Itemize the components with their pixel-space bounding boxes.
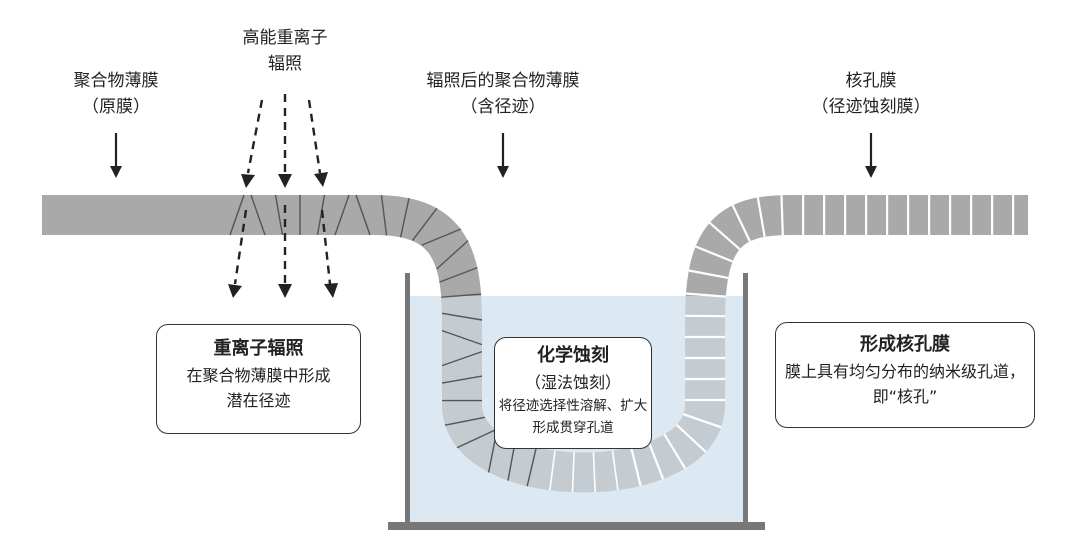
ion-arrowhead-upper-3 (314, 172, 328, 187)
step-etching-box: 化学蚀刻 （湿法蚀刻） 将径迹选择性溶解、扩大 形成贯穿孔道 (494, 337, 652, 449)
label-irradiated-film-line1: 辐照后的聚合物薄膜 (408, 68, 598, 94)
step-formation-desc-line1: 膜上具有均匀分布的纳米级孔道， (776, 359, 1034, 384)
etched-pore (782, 195, 783, 235)
ion-arrowhead-upper-1 (241, 174, 255, 188)
pointer-irradiated-film-head (497, 166, 509, 178)
label-original-film-line1: 聚合物薄膜 (56, 68, 176, 94)
ion-arrowhead-lower-1 (228, 284, 242, 298)
ion-arrow-upper-1 (248, 100, 262, 173)
tank-base (388, 522, 765, 530)
step-formation-title: 形成核孔膜 (776, 331, 1034, 359)
label-irradiated-film: 辐照后的聚合物薄膜 （含径迹） (408, 68, 598, 120)
pointer-original-film-head (110, 166, 122, 178)
step-etching-subtitle: （湿法蚀刻） (495, 370, 651, 395)
label-heavy-ion: 高能重离子 辐照 (225, 25, 345, 77)
label-irradiated-film-line2: （含径迹） (408, 94, 598, 120)
step-formation-box: 形成核孔膜 膜上具有均匀分布的纳米级孔道， 即“核孔” (775, 322, 1035, 428)
label-heavy-ion-line1: 高能重离子 (225, 25, 345, 51)
label-pointers (110, 133, 877, 178)
label-original-film: 聚合物薄膜 （原膜） (56, 68, 176, 120)
ion-arrow-upper-3 (309, 100, 320, 173)
step-formation-desc-line2: 即“核孔” (776, 384, 1034, 409)
label-track-membrane: 核孔膜 （径迹蚀刻膜） (806, 68, 936, 120)
label-original-film-line2: （原膜） (56, 94, 176, 120)
label-heavy-ion-line2: 辐照 (225, 51, 345, 77)
step-etching-desc-line1: 将径迹选择性溶解、扩大 (495, 395, 651, 417)
step-irradiation-title: 重离子辐照 (157, 335, 360, 363)
step-etching-title: 化学蚀刻 (495, 342, 651, 370)
label-track-membrane-line2: （径迹蚀刻膜） (806, 94, 936, 120)
pointer-track-membrane-head (865, 166, 877, 178)
step-irradiation-box: 重离子辐照 在聚合物薄膜中形成 潜在径迹 (156, 324, 361, 434)
step-irradiation-desc-line2: 潜在径迹 (157, 388, 360, 413)
ion-arrowhead-lower-2 (278, 284, 292, 298)
ion-arrowhead-lower-3 (324, 283, 338, 298)
tank-right-wall (743, 273, 748, 526)
label-track-membrane-line1: 核孔膜 (806, 68, 936, 94)
ion-arrowhead-upper-2 (278, 174, 292, 188)
step-irradiation-desc-line1: 在聚合物薄膜中形成 (157, 363, 360, 388)
step-etching-desc-line2: 形成贯穿孔道 (495, 417, 651, 439)
tank-left-wall (405, 273, 410, 526)
